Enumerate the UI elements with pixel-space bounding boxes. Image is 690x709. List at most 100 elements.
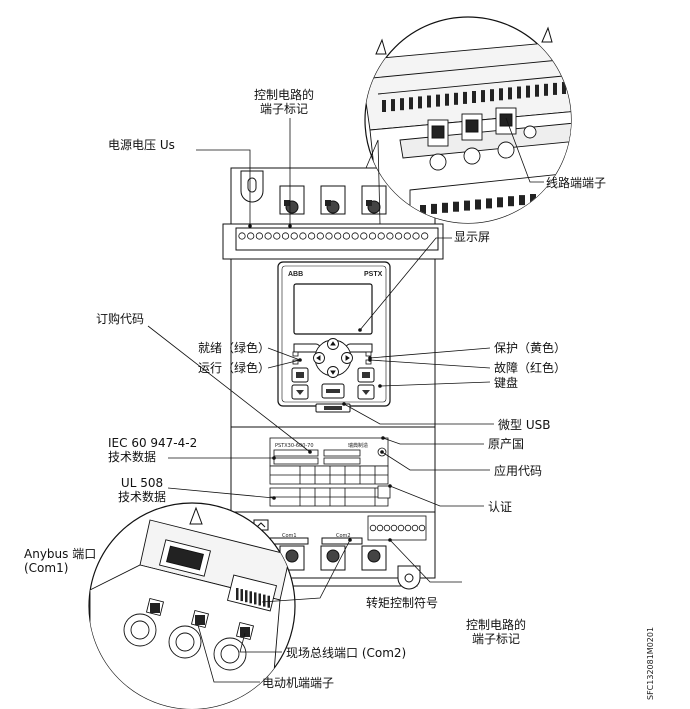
terminal-screw xyxy=(376,524,384,532)
micro-usb-opening xyxy=(324,406,342,410)
line-phase-markers xyxy=(284,200,372,206)
callout-lines xyxy=(147,117,544,683)
bus-pin xyxy=(258,593,261,606)
terminal-screw xyxy=(360,232,368,240)
heatsink-rib xyxy=(544,83,548,96)
terminal-screw xyxy=(421,232,429,240)
label-line: 技术数据 xyxy=(117,490,166,504)
heatsink-rib xyxy=(490,89,494,102)
navigation-keys xyxy=(313,338,353,378)
heatsink-rib xyxy=(481,90,485,103)
heatsink-rib xyxy=(391,99,395,112)
label-line: (Com1) xyxy=(24,561,69,575)
function-keys xyxy=(291,367,375,400)
rating-label xyxy=(269,437,391,507)
terminal-screw xyxy=(394,232,403,240)
terminal-screw xyxy=(238,232,246,240)
bus-pin xyxy=(254,592,257,605)
heatsink-rib xyxy=(517,86,521,99)
terminal-slot xyxy=(519,195,525,206)
heatsink-rib xyxy=(382,100,386,112)
anybus-port-label: Anybus 端口 (Com1) xyxy=(24,547,96,575)
terminal-slot xyxy=(530,194,536,204)
callout-dots xyxy=(248,224,392,542)
display-screen xyxy=(293,283,373,335)
terminal-screw xyxy=(390,524,398,532)
terminal-screw xyxy=(273,232,281,240)
bottom-terminal-strip xyxy=(367,515,427,541)
drawing-id: SFC132081M0201 xyxy=(646,626,655,700)
terminal-screw xyxy=(404,524,412,532)
terminal-slot xyxy=(541,192,547,203)
label-line: 控制电路的 xyxy=(254,88,315,102)
heatsink-rib xyxy=(454,92,458,105)
bus-pin xyxy=(236,588,239,600)
fault-led-label: 故障（红色） xyxy=(494,361,567,375)
iec-tech-data-label: IEC 60 947-4-2 技术数据 xyxy=(108,436,197,464)
terminal-screw xyxy=(247,232,255,240)
label-line: 控制电路的 xyxy=(466,618,527,632)
terminal-screw xyxy=(316,232,324,240)
terminal-screw xyxy=(418,524,426,532)
fieldbus-port-label: 现场总线端口 (Com2) xyxy=(286,646,407,660)
heatsink-rib xyxy=(409,97,413,110)
abb-logo: ABB xyxy=(288,271,303,278)
terminal-screw xyxy=(403,232,411,240)
terminal-slot xyxy=(508,196,514,207)
bus-pin xyxy=(245,590,248,603)
terminal-screw xyxy=(411,524,419,532)
protection-led-label: 保护（黄色） xyxy=(494,341,567,355)
terminal-slot xyxy=(464,200,470,211)
com2-plate-text: Com2 xyxy=(336,533,351,539)
terminal-slot xyxy=(431,203,437,214)
terminal-screw xyxy=(290,232,298,240)
terminal-screw xyxy=(412,232,420,240)
label-line: IEC 60 947-4-2 xyxy=(108,436,198,450)
keypad-label: 键盘 xyxy=(494,376,519,390)
torque-control-symbol-label: 转矩控制符号 xyxy=(366,596,439,610)
label-line: 端子标记 xyxy=(260,102,309,116)
terminal-screw xyxy=(397,524,405,532)
terminal-screw xyxy=(342,232,350,240)
terminal-screw xyxy=(255,232,263,240)
terminal-screw xyxy=(377,232,385,240)
terminal-screw xyxy=(368,232,377,240)
order-code-label: 订购代码 xyxy=(96,312,145,326)
terminal-slot xyxy=(453,201,459,212)
terminal-screw xyxy=(383,524,391,532)
terminal-screw xyxy=(264,232,272,240)
heatsink-rib xyxy=(571,81,575,93)
model-text: PSTX xyxy=(364,271,383,278)
application-code-label: 应用代码 xyxy=(494,464,543,478)
run-led-label: 运行（绿色） xyxy=(198,361,271,375)
keypad-panel: ABB PSTX xyxy=(277,261,391,413)
heatsink-rib xyxy=(499,88,503,101)
motor-terminals-label: 电动机端端子 xyxy=(262,676,335,690)
order-code-plate-text: PSTX30-600-70 xyxy=(275,443,314,449)
anybus-zoom xyxy=(88,502,296,709)
terminal-screw xyxy=(369,524,377,532)
bus-pin xyxy=(263,594,266,607)
terminal-slot xyxy=(497,197,503,208)
label-line: Anybus 端口 xyxy=(24,547,97,561)
terminal-slot xyxy=(475,199,481,210)
heatsink-rib xyxy=(553,82,557,95)
terminal-screw xyxy=(299,232,307,240)
bus-pin xyxy=(249,591,252,604)
com1-plate-text: Com1 xyxy=(282,533,297,539)
heatsink-rib xyxy=(445,93,449,106)
terminal-screw xyxy=(281,232,290,240)
terminal-slot xyxy=(552,191,558,202)
heatsink-rib xyxy=(535,84,539,97)
terminal-slot xyxy=(563,190,569,201)
label-line: 端子标记 xyxy=(472,632,521,646)
heatsink-rib xyxy=(400,98,404,111)
terminal-screw xyxy=(386,232,394,240)
terminal-screw xyxy=(325,232,333,240)
heatsink-rib xyxy=(463,91,467,104)
heatsink-rib xyxy=(472,91,476,103)
label-line: 技术数据 xyxy=(108,450,157,464)
terminal-screw xyxy=(307,232,316,240)
